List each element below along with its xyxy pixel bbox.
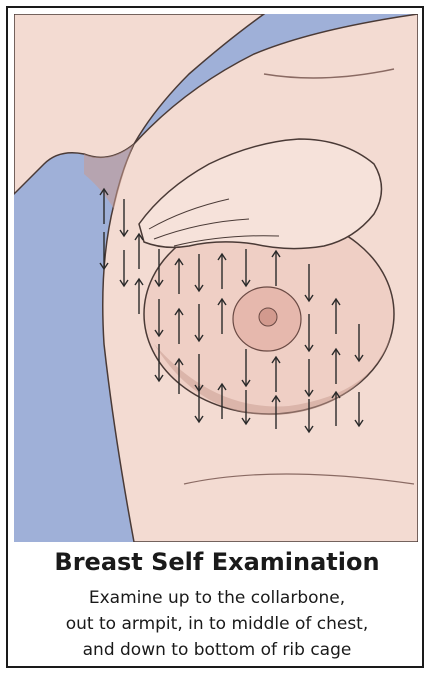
caption-line: and down to bottom of rib cage: [8, 640, 426, 660]
caption-title: Breast Self Examination: [8, 548, 426, 576]
breast-exam-illustration: [14, 14, 418, 542]
caption-line: Examine up to the collarbone,: [8, 588, 426, 608]
nipple: [259, 308, 277, 326]
caption-line: out to armpit, in to middle of chest,: [8, 614, 426, 634]
